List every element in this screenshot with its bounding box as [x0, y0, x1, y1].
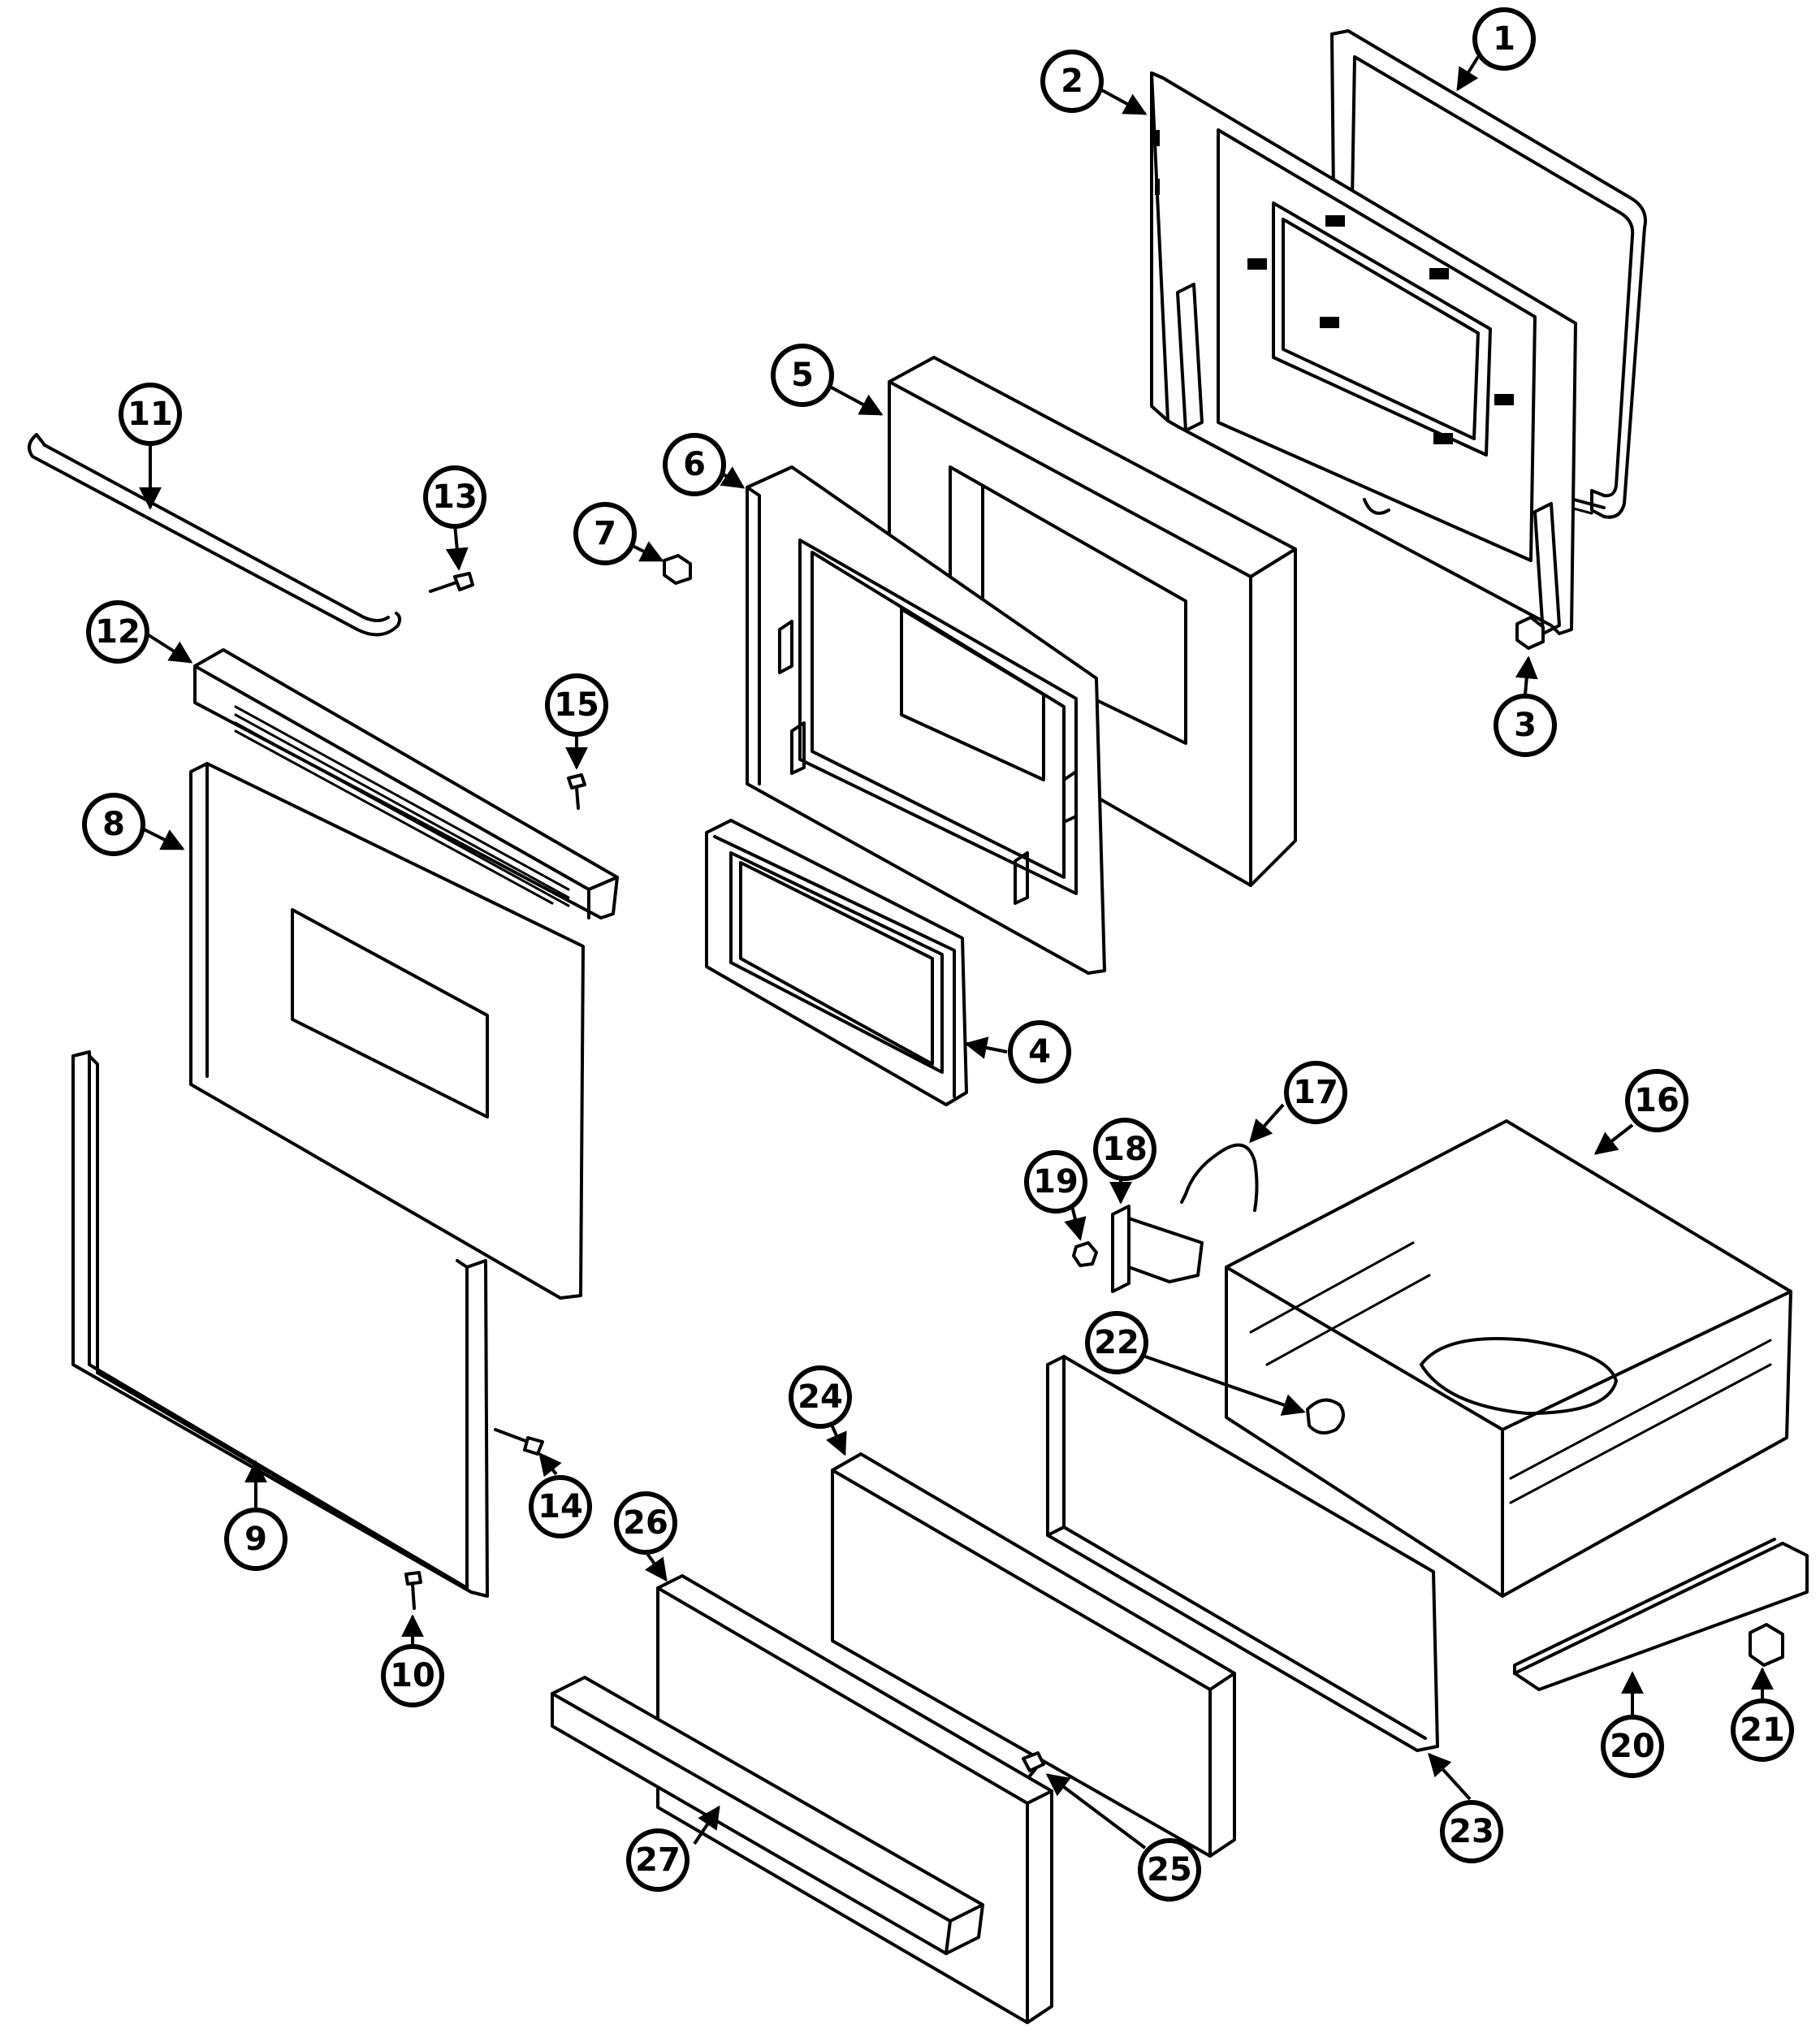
- part-2-inner-door-panel: [1150, 71, 1577, 635]
- callout-label: 10: [390, 1657, 435, 1694]
- callout-7: 7: [573, 502, 637, 565]
- part-21-rail-stop: [1749, 1623, 1784, 1667]
- callout-21: 21: [1731, 1698, 1794, 1762]
- callout-label: 15: [554, 686, 599, 724]
- callout-label: 13: [432, 478, 478, 516]
- callout-label: 7: [594, 515, 616, 552]
- part-3-bumper: [1515, 616, 1545, 650]
- leader-16: [1593, 1123, 1634, 1155]
- callout-label: 24: [798, 1378, 843, 1416]
- callout-18: 18: [1093, 1118, 1156, 1181]
- part-24-drawer-insert: [831, 1452, 1236, 1858]
- leader-13: [445, 523, 469, 571]
- callout-22: 22: [1085, 1311, 1148, 1374]
- callout-2: 2: [1040, 50, 1104, 113]
- leader-4: [964, 1036, 1008, 1059]
- callout-label: 23: [1449, 1813, 1494, 1850]
- callout-label: 22: [1094, 1324, 1139, 1361]
- callout-1: 1: [1472, 7, 1536, 71]
- callout-11: 11: [119, 383, 182, 446]
- leader-5: [828, 384, 884, 416]
- callout-label: 9: [244, 1521, 267, 1558]
- callout-10: 10: [381, 1644, 444, 1707]
- leader-7: [629, 541, 664, 562]
- callout-label: 4: [1028, 1033, 1051, 1071]
- part-7-spacer-block: [663, 554, 692, 585]
- leader-lines: [139, 55, 1774, 1850]
- part-22-roller: [1306, 1398, 1345, 1434]
- part-4-window-frame: [705, 819, 968, 1106]
- callout-27: 27: [626, 1828, 690, 1892]
- leader-14: [538, 1452, 562, 1478]
- part-20-drawer-rail: [1513, 1538, 1809, 1691]
- callout-label: 11: [128, 396, 173, 433]
- part-17-wire-clip: [1180, 1143, 1259, 1212]
- leader-27: [693, 1805, 720, 1845]
- callout-label: 17: [1293, 1074, 1338, 1111]
- leader-25: [1045, 1773, 1147, 1850]
- callouts: 1 2 3 4 5 6 7 8 9 10 11 12 13 14 15 16 1…: [82, 7, 1794, 1902]
- leader-19: [1064, 1205, 1087, 1241]
- leader-2: [1100, 88, 1148, 115]
- part-16-drawer-body: [1225, 1119, 1792, 1598]
- leader-26: [644, 1550, 668, 1582]
- callout-14: 14: [529, 1475, 592, 1538]
- callout-9: 9: [224, 1508, 287, 1571]
- leader-1: [1456, 55, 1480, 92]
- part-10-screw: [404, 1571, 422, 1610]
- callout-23: 23: [1440, 1800, 1503, 1863]
- part-6-door-liner: [746, 465, 1106, 975]
- callout-label: 1: [1493, 20, 1515, 58]
- callout-label: 16: [1634, 1082, 1680, 1119]
- leader-22: [1144, 1355, 1306, 1416]
- callout-label: 27: [635, 1841, 681, 1879]
- part-13-screw: [429, 572, 474, 593]
- callout-label: 18: [1102, 1131, 1148, 1168]
- callout-20: 20: [1601, 1715, 1664, 1778]
- part-27-drawer-handle-trim: [551, 1676, 984, 1955]
- leader-8: [141, 827, 185, 850]
- callout-3: 3: [1494, 694, 1557, 757]
- callout-label: 14: [538, 1488, 583, 1525]
- callout-13: 13: [423, 465, 486, 529]
- callout-8: 8: [82, 793, 145, 856]
- callout-label: 3: [1514, 707, 1537, 744]
- part-12-vent-trim: [193, 648, 619, 919]
- callout-label: 25: [1147, 1851, 1192, 1889]
- part-14-screw: [494, 1428, 544, 1456]
- callout-label: 12: [95, 613, 140, 651]
- callout-label: 8: [102, 806, 125, 843]
- part-8-outer-door-panel: [189, 762, 585, 1300]
- leader-12: [145, 632, 193, 664]
- part-18-hinge-bracket: [1111, 1205, 1204, 1293]
- callout-17: 17: [1284, 1061, 1347, 1124]
- part-23-drawer-front: [1046, 1355, 1439, 1752]
- vent-slots: [234, 705, 570, 907]
- callout-12: 12: [86, 600, 149, 664]
- callout-label: 2: [1061, 63, 1083, 100]
- part-15-screw: [567, 773, 586, 810]
- callout-label: 5: [791, 357, 814, 394]
- callout-6: 6: [663, 433, 726, 496]
- callout-5: 5: [771, 344, 834, 407]
- callout-16: 16: [1625, 1069, 1688, 1132]
- callout-label: 6: [683, 446, 706, 483]
- part-19-nut: [1072, 1241, 1098, 1267]
- callout-19: 19: [1024, 1150, 1087, 1214]
- leader-3: [1515, 656, 1538, 695]
- callout-label: 26: [623, 1504, 668, 1542]
- part-9-door-frame: [71, 1050, 489, 1598]
- part-11-door-handle: [28, 433, 402, 637]
- callout-26: 26: [614, 1491, 677, 1555]
- callout-25: 25: [1138, 1838, 1201, 1902]
- callout-4: 4: [1008, 1020, 1071, 1084]
- leader-17: [1249, 1103, 1285, 1144]
- callout-label: 20: [1610, 1728, 1655, 1765]
- callout-label: 19: [1033, 1163, 1079, 1201]
- callout-label: 21: [1740, 1711, 1785, 1749]
- callout-24: 24: [789, 1365, 852, 1429]
- leader-23: [1428, 1752, 1472, 1801]
- callout-15: 15: [545, 673, 608, 737]
